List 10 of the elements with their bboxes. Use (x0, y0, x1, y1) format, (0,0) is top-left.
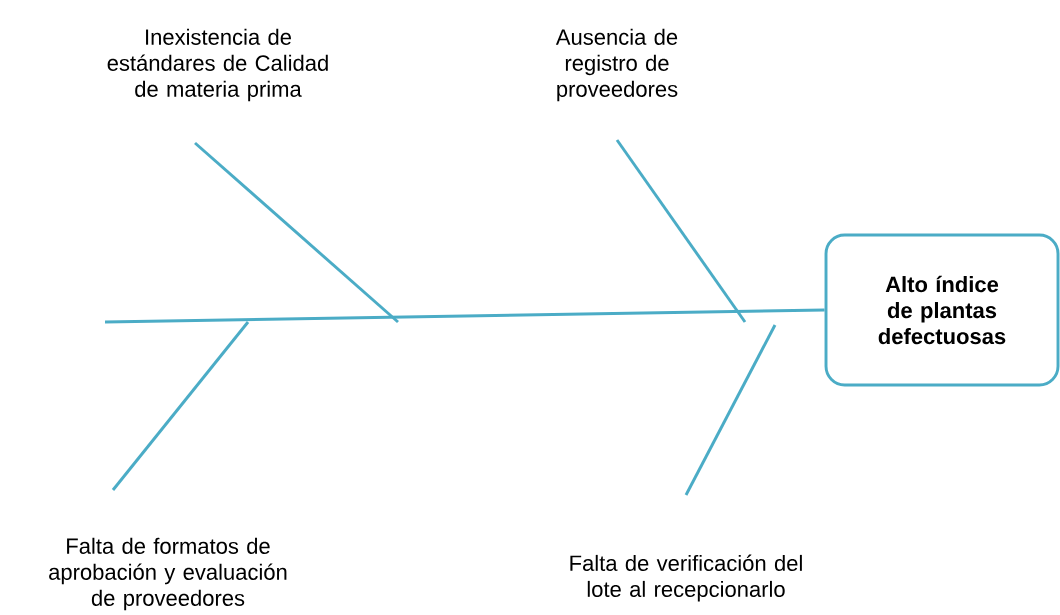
fishbone-line (684, 324, 777, 496)
fishbone-line (104, 308, 825, 324)
cause-text: Falta de formatos de aprobación y evaluación de proveedores (49, 537, 287, 611)
fishbone-line (615, 139, 747, 323)
cause-text: Falta de verificación del lote al recepcionarlo (570, 554, 802, 602)
fishbone-line (194, 141, 399, 324)
cause-text: Inexistencia de estándares de Calidad de materia prima (107, 28, 328, 102)
effect-box: Alto índice de plantas defectuosas (824, 233, 1060, 387)
cause-text: Ausencia de registro de proveedores (555, 28, 678, 102)
fishbone-line (111, 321, 250, 491)
